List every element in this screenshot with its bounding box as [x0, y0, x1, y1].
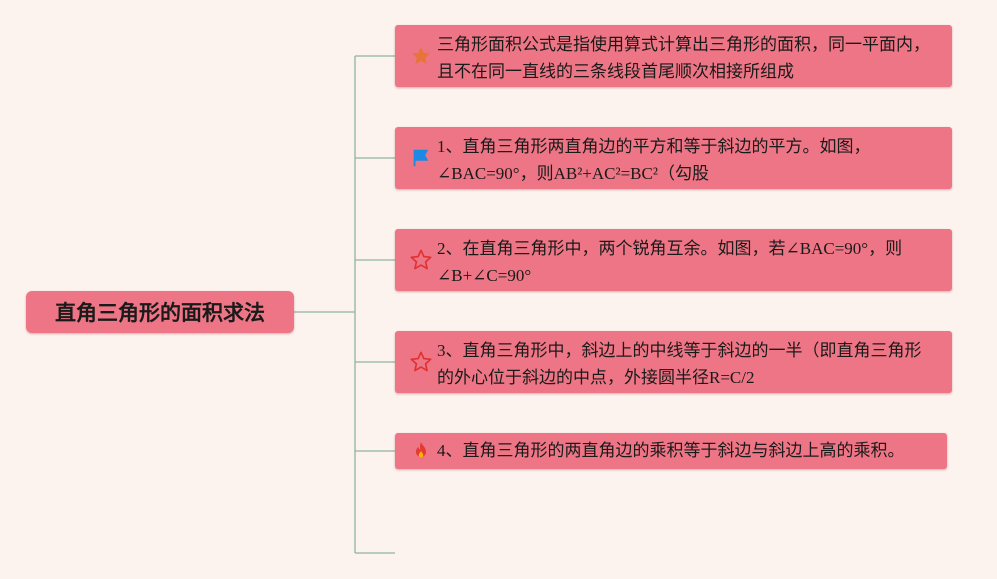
root-topic-label: 直角三角形的面积求法 — [55, 301, 265, 325]
fire-icon — [409, 439, 433, 463]
star-outline-red-icon — [409, 350, 433, 374]
branch-text: 2、在直角三角形中，两个锐角互余。如图，若∠BAC=90°，则∠B+∠C=90° — [437, 239, 903, 285]
branch-node-pythagorean[interactable]: 1、直角三角形两直角边的平方和等于斜边的平方。如图，∠BAC=90°，则AB²+… — [395, 127, 952, 189]
branch-node-acute-angles[interactable]: 2、在直角三角形中，两个锐角互余。如图，若∠BAC=90°，则∠B+∠C=90° — [395, 229, 952, 291]
star-filled-orange-icon — [409, 44, 433, 68]
star-outline-red-icon — [409, 248, 433, 272]
branch-text: 4、直角三角形的两直角边的乘积等于斜边与斜边上高的乘积。 — [437, 441, 905, 460]
branch-text: 3、直角三角形中，斜边上的中线等于斜边的一半（即直角三角形的外心位于斜边的中点，… — [437, 341, 922, 387]
branch-node-median[interactable]: 3、直角三角形中，斜边上的中线等于斜边的一半（即直角三角形的外心位于斜边的中点，… — [395, 331, 952, 393]
branch-text: 1、直角三角形两直角边的平方和等于斜边的平方。如图，∠BAC=90°，则AB²+… — [437, 137, 871, 183]
blue-flag-icon — [409, 146, 433, 170]
root-topic[interactable]: 直角三角形的面积求法 — [26, 291, 294, 333]
branch-node-definition[interactable]: 三角形面积公式是指使用算式计算出三角形的面积，同一平面内，且不在同一直线的三条线… — [395, 25, 952, 87]
branch-node-products[interactable]: 4、直角三角形的两直角边的乘积等于斜边与斜边上高的乘积。 — [395, 433, 947, 469]
branch-text: 三角形面积公式是指使用算式计算出三角形的面积，同一平面内，且不在同一直线的三条线… — [437, 35, 930, 81]
